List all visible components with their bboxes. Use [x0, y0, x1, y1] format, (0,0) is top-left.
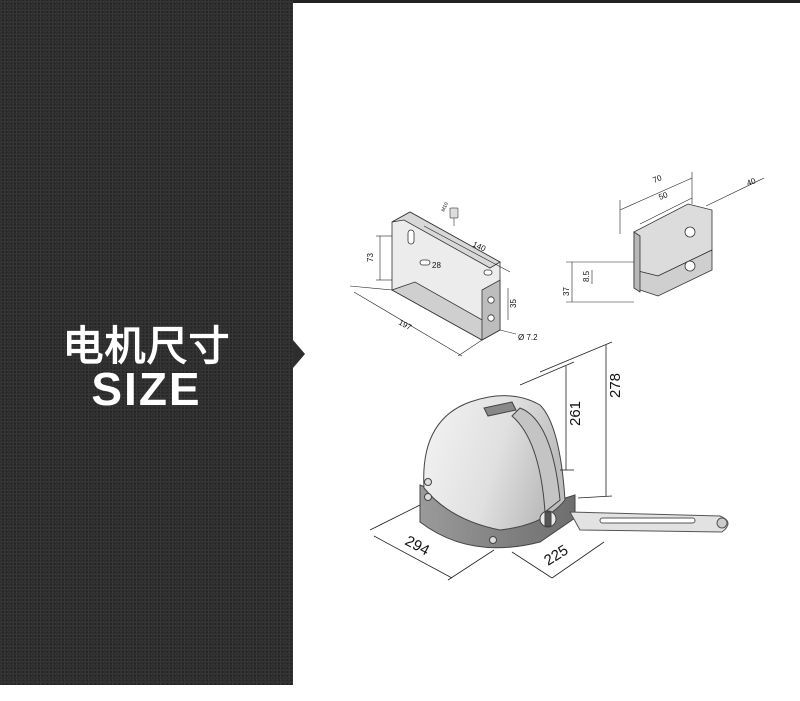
bracket-hole-dim: Ø 7.2 [518, 333, 538, 342]
section-panel [0, 0, 293, 685]
bracket-depth-dim: 35 [509, 299, 518, 308]
motor-width-dim: 225 [541, 542, 571, 570]
plate-inner-dim: 50 [657, 190, 669, 202]
motor-unit [419, 395, 576, 549]
top-border-line [293, 0, 800, 3]
panel-pointer-arrow [293, 340, 305, 368]
motor-length-dim: 294 [402, 533, 432, 560]
plate-height-dim: 37 [562, 287, 571, 296]
motor-arm [569, 511, 729, 533]
bracket-length-dim: 197 [397, 318, 413, 332]
screw-icon [449, 207, 459, 226]
motor-height-inner-dim: 261 [567, 401, 584, 426]
bracket-height-dim: 73 [366, 253, 375, 262]
plate-offset-dim: 8.5 [582, 270, 591, 282]
plate-depth-dim: 40 [745, 176, 757, 188]
screw-label: M10 [440, 201, 450, 213]
plate-width-dim: 70 [651, 173, 663, 185]
arm-mount-plate [633, 203, 713, 297]
section-title-en: SIZE [91, 363, 202, 415]
mounting-bracket [391, 211, 501, 341]
bracket-slot-dim: 28 [432, 261, 441, 270]
motor-height-total-dim: 278 [607, 373, 624, 398]
section-title-cn: 电机尺寸 [62, 322, 231, 370]
